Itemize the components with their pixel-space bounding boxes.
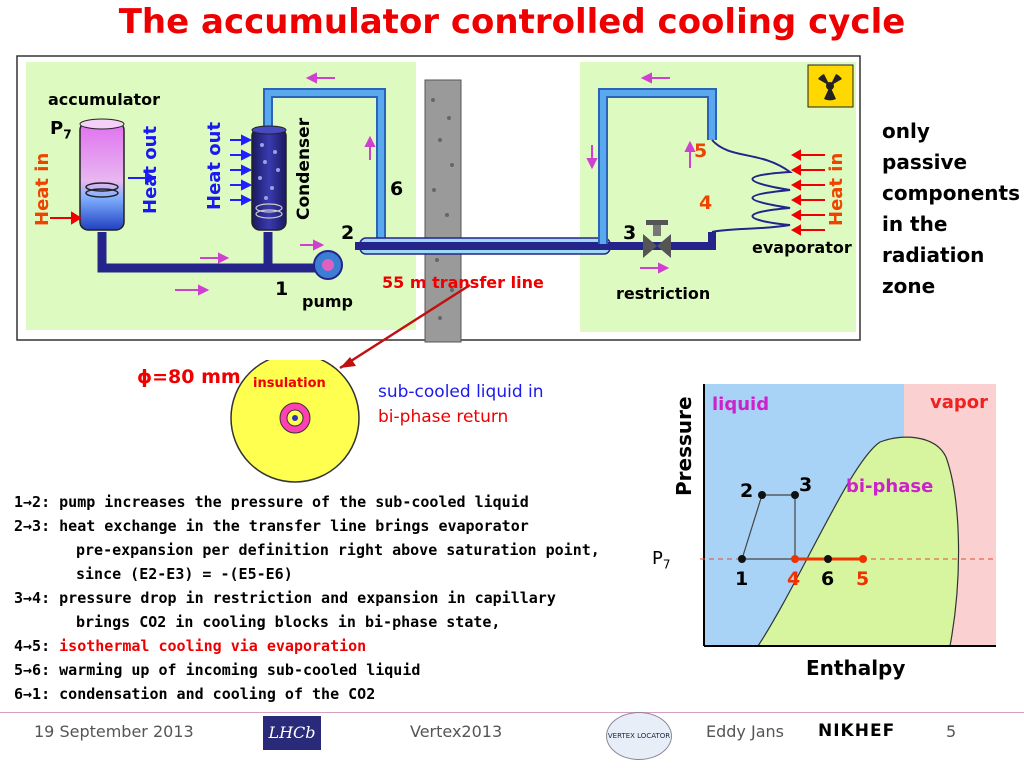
heat-out-condenser-label: Heat out — [204, 121, 225, 210]
enthalpy-axis-label: Enthalpy — [806, 656, 906, 680]
pump-label: pump — [302, 292, 353, 311]
biphase-region — [756, 436, 960, 647]
p7-label: P7 — [50, 118, 72, 142]
point-4-label: 4 — [699, 192, 713, 214]
step-row-3-4-cont: brings CO2 in cooling blocks in bi-phase… — [76, 613, 501, 631]
accumulator-vessel — [79, 118, 125, 231]
point-3-label: 3 — [623, 222, 637, 244]
point-2-label: 2 — [341, 222, 355, 244]
phase-point-6: 6 — [821, 568, 835, 590]
pressure-axis-label: Pressure — [672, 396, 696, 496]
heat-out-left-label: Heat out — [140, 125, 161, 214]
lhcb-logo: LHCb — [263, 716, 321, 750]
point-1-label: 1 — [275, 278, 289, 300]
accumulator-label: accumulator — [48, 90, 161, 109]
step-row-5-6: 5→6: warming up of incoming sub-cooled l… — [14, 661, 421, 679]
step-row-6-1: 6→1: condensation and cooling of the CO2 — [14, 685, 376, 703]
step-row-3-4: 3→4: pressure drop in restriction and ex… — [14, 589, 556, 607]
footer-date: 19 September 2013 — [34, 722, 194, 741]
cross-section-desc-1: sub-cooled liquid in — [378, 382, 544, 402]
shield-wall — [424, 79, 462, 343]
phase-point-5: 5 — [856, 568, 870, 590]
step-row-2-3-cont2: since (E2-E3) = -(E5-E6) — [76, 565, 293, 583]
cycle-steps-list: 1→2: pump increases the pressure of the … — [14, 490, 654, 706]
cross-section-desc-2: bi-phase return — [378, 407, 509, 427]
footer-author: Eddy Jans — [706, 722, 784, 741]
flow-arrows — [175, 72, 696, 296]
evaporator-label: evaporator — [752, 238, 852, 257]
condenser-label: Condenser — [294, 117, 314, 220]
footer-conference: Vertex2013 — [410, 722, 503, 741]
phase-p7-label: P7 — [652, 548, 671, 572]
step-row-2-3-cont1: pre-expansion per definition right above… — [76, 541, 600, 559]
phase-point-1: 1 — [735, 568, 749, 590]
page-title: The accumulator controlled cooling cycle — [118, 2, 906, 42]
step-row-4-5: 4→5: isothermal cooling via evaporation — [14, 637, 367, 655]
biphase-region-label: bi-phase — [846, 476, 934, 497]
liquid-region-label: liquid — [712, 394, 770, 415]
radiation-icon — [807, 64, 854, 108]
velo-logo: VERTEX LOCATOR — [606, 712, 672, 760]
phase-point-2: 2 — [740, 480, 754, 502]
condenser-vessel — [251, 125, 287, 231]
heat-out-arrows-condenser — [230, 134, 253, 206]
restriction-valve-icon — [643, 220, 671, 258]
restriction-label: restriction — [616, 284, 711, 303]
side-note: only passive components in the radiation… — [882, 119, 1020, 298]
diameter-label: ϕ=80 mm — [137, 366, 241, 388]
footer-divider — [0, 712, 1024, 713]
heat-in-arrows-evaporator — [790, 149, 825, 236]
insulation-label: insulation — [253, 376, 326, 391]
step-row-1-2: 1→2: pump increases the pressure of the … — [14, 493, 529, 511]
pump-icon — [313, 250, 343, 280]
cross-section-diagram — [230, 360, 360, 483]
transfer-line-label: 55 m transfer line — [382, 273, 544, 292]
footer-page-number: 5 — [946, 722, 957, 741]
heat-in-left-label: Heat in — [32, 152, 53, 226]
phase-diagram — [700, 384, 996, 647]
nikhef-logo: NIKHEF — [818, 721, 896, 741]
step-row-2-3: 2→3: heat exchange in the transfer line … — [14, 517, 529, 535]
vapor-region-label: vapor — [930, 392, 989, 413]
phase-point-4: 4 — [787, 568, 801, 590]
point-6-label: 6 — [390, 178, 404, 200]
phase-point-3: 3 — [799, 474, 813, 496]
heat-in-arrows-left — [50, 211, 82, 225]
heat-in-right-label: Heat in — [826, 152, 847, 226]
point-5-label: 5 — [694, 140, 708, 162]
heat-out-arrows-left — [128, 171, 156, 185]
